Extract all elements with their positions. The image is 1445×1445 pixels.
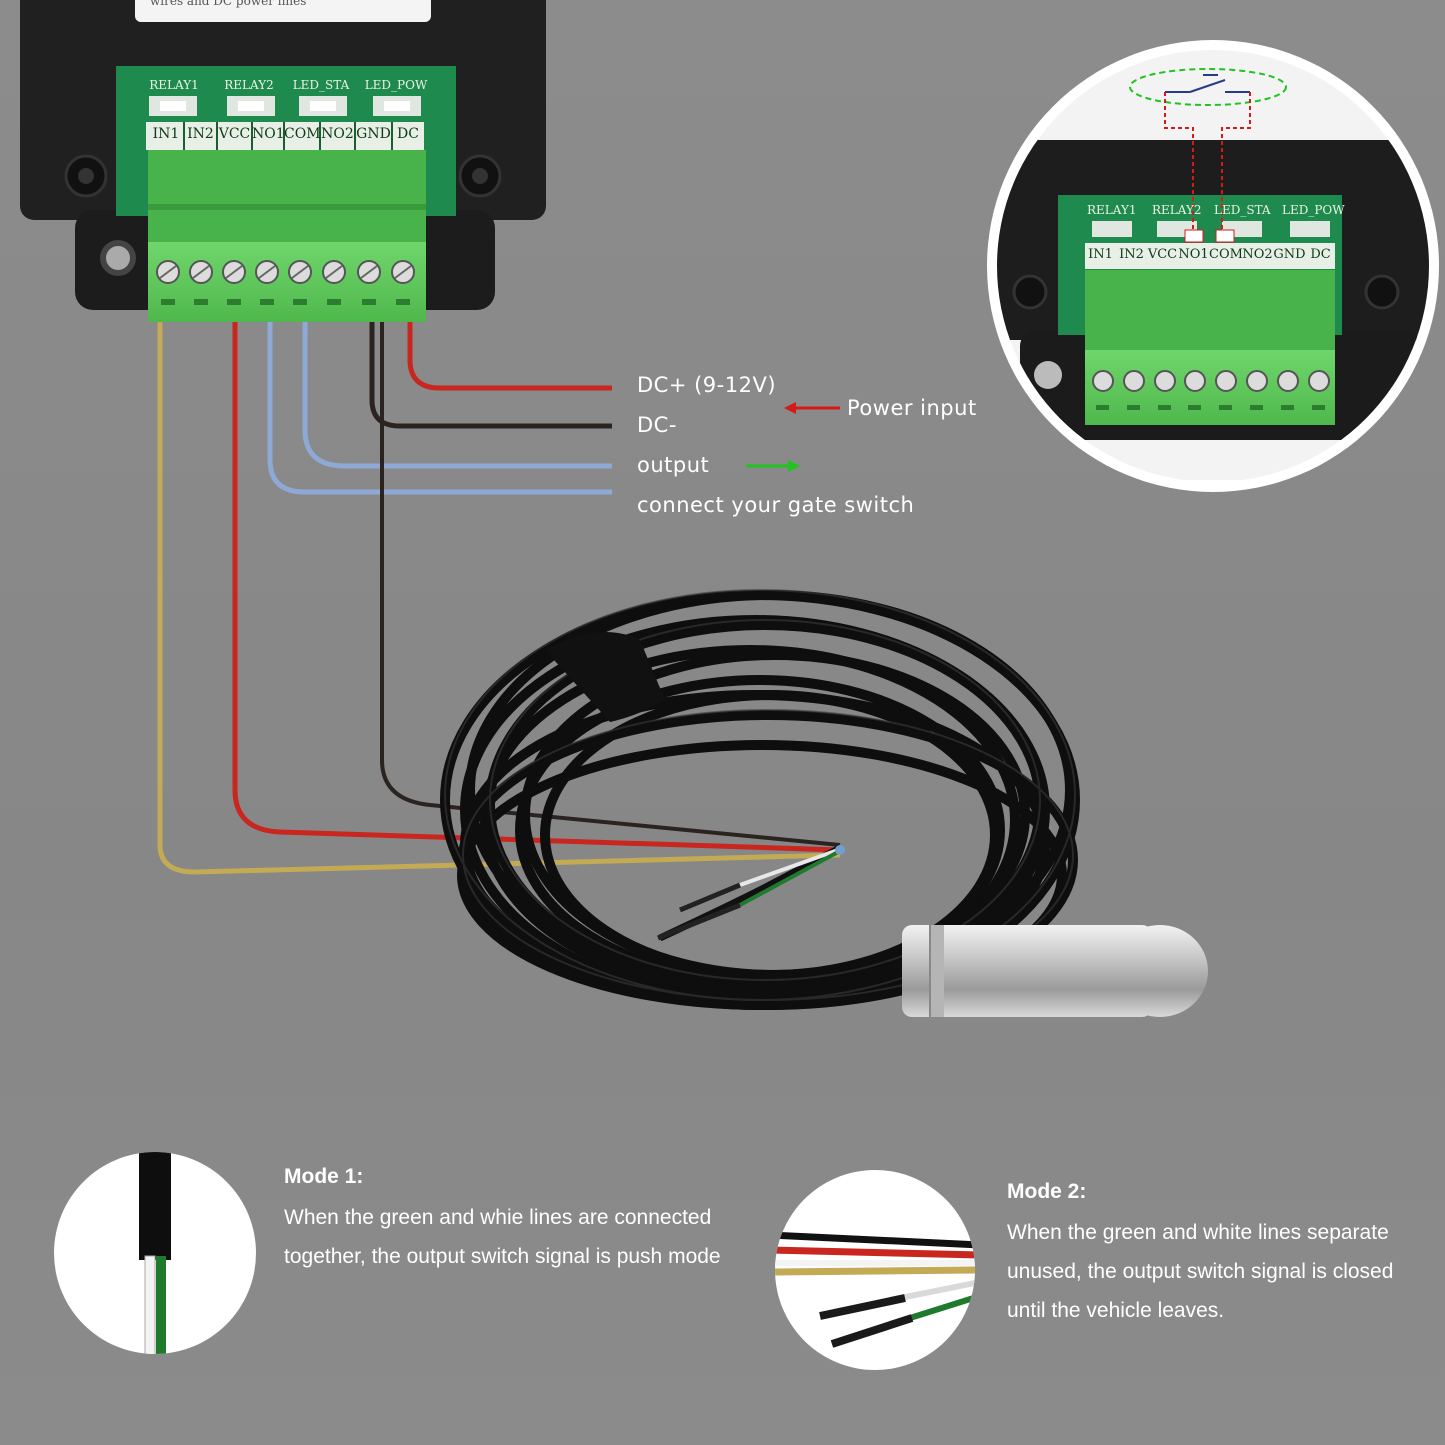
wire-dc-plus	[407, 322, 612, 391]
terminal-top	[148, 150, 426, 242]
mode1-description: When the green and whie lines are connec…	[284, 1206, 721, 1268]
zoom-led-label-led-pow: LED_POW	[1282, 203, 1345, 217]
led-label-led-pow: LED_POW	[364, 78, 428, 92]
velcro-strap	[545, 632, 665, 722]
mode2-description: When the green and white lines separate …	[1007, 1221, 1394, 1322]
pin-label-dc: DC	[397, 126, 419, 142]
label-power-input: Power input	[847, 396, 977, 420]
device-sticker-text: wires and DC power lines	[150, 0, 307, 8]
wire-red-down	[232, 322, 841, 853]
zoom-circle-device	[987, 40, 1439, 492]
wire-gate	[267, 322, 612, 495]
pin-label-gnd: GND	[356, 126, 391, 142]
label-dc-minus: DC-	[637, 413, 677, 437]
mode2-image	[775, 1170, 975, 1370]
led-label-led-sta: LED_STA	[292, 78, 350, 92]
mode1-image	[54, 1152, 256, 1354]
label-dc-plus: DC+ (9-12V)	[637, 373, 777, 397]
zoom-pin-label-in1: IN1	[1088, 247, 1113, 262]
label-gate-switch: connect your gate switch	[637, 493, 915, 517]
switch-highlight	[1129, 68, 1287, 106]
zoom-pin-label-com: COM	[1209, 247, 1243, 262]
label-output: output	[637, 453, 710, 477]
pin-label-no1: NO1	[252, 126, 285, 142]
wire-yellow-down	[157, 322, 841, 875]
led-label-relay2: RELAY2	[224, 78, 274, 92]
zoom-led-label-relay2: RELAY2	[1152, 203, 1202, 217]
pin-label-vcc: VCC	[218, 126, 251, 142]
pin-label-com: COM	[284, 126, 321, 142]
mode2-title: Mode 2:	[1007, 1180, 1087, 1203]
pin-label-no2: NO2	[321, 126, 354, 142]
led-label-relay1: RELAY1	[149, 78, 199, 92]
temperature-probe	[902, 925, 1208, 1017]
zoom-led-label-relay1: RELAY1	[1087, 203, 1137, 217]
terminal-block	[148, 242, 426, 322]
mode1-title: Mode 1:	[284, 1165, 364, 1188]
zoom-pin-label-dc: DC	[1310, 247, 1331, 262]
zoom-pin-label-gnd: GND	[1273, 247, 1306, 262]
zoom-pin-label-vcc: VCC	[1147, 247, 1178, 262]
pin-label-in2: IN2	[187, 126, 214, 142]
wire-dc-minus	[369, 322, 612, 429]
device-sticker	[135, 0, 431, 22]
cable-coil	[440, 590, 1080, 1010]
wire-black-down	[380, 322, 841, 847]
zoom-pin-label-in2: IN2	[1119, 247, 1144, 262]
zoom-pin-label-no2: NO2	[1242, 247, 1273, 262]
switch-wiring	[1164, 92, 1251, 242]
zoom-led-label-led-sta: LED_STA	[1214, 203, 1271, 217]
pin-label-in1: IN1	[152, 126, 180, 142]
wire-output	[302, 322, 612, 469]
zoom-pin-label-no1: NO1	[1178, 247, 1209, 262]
